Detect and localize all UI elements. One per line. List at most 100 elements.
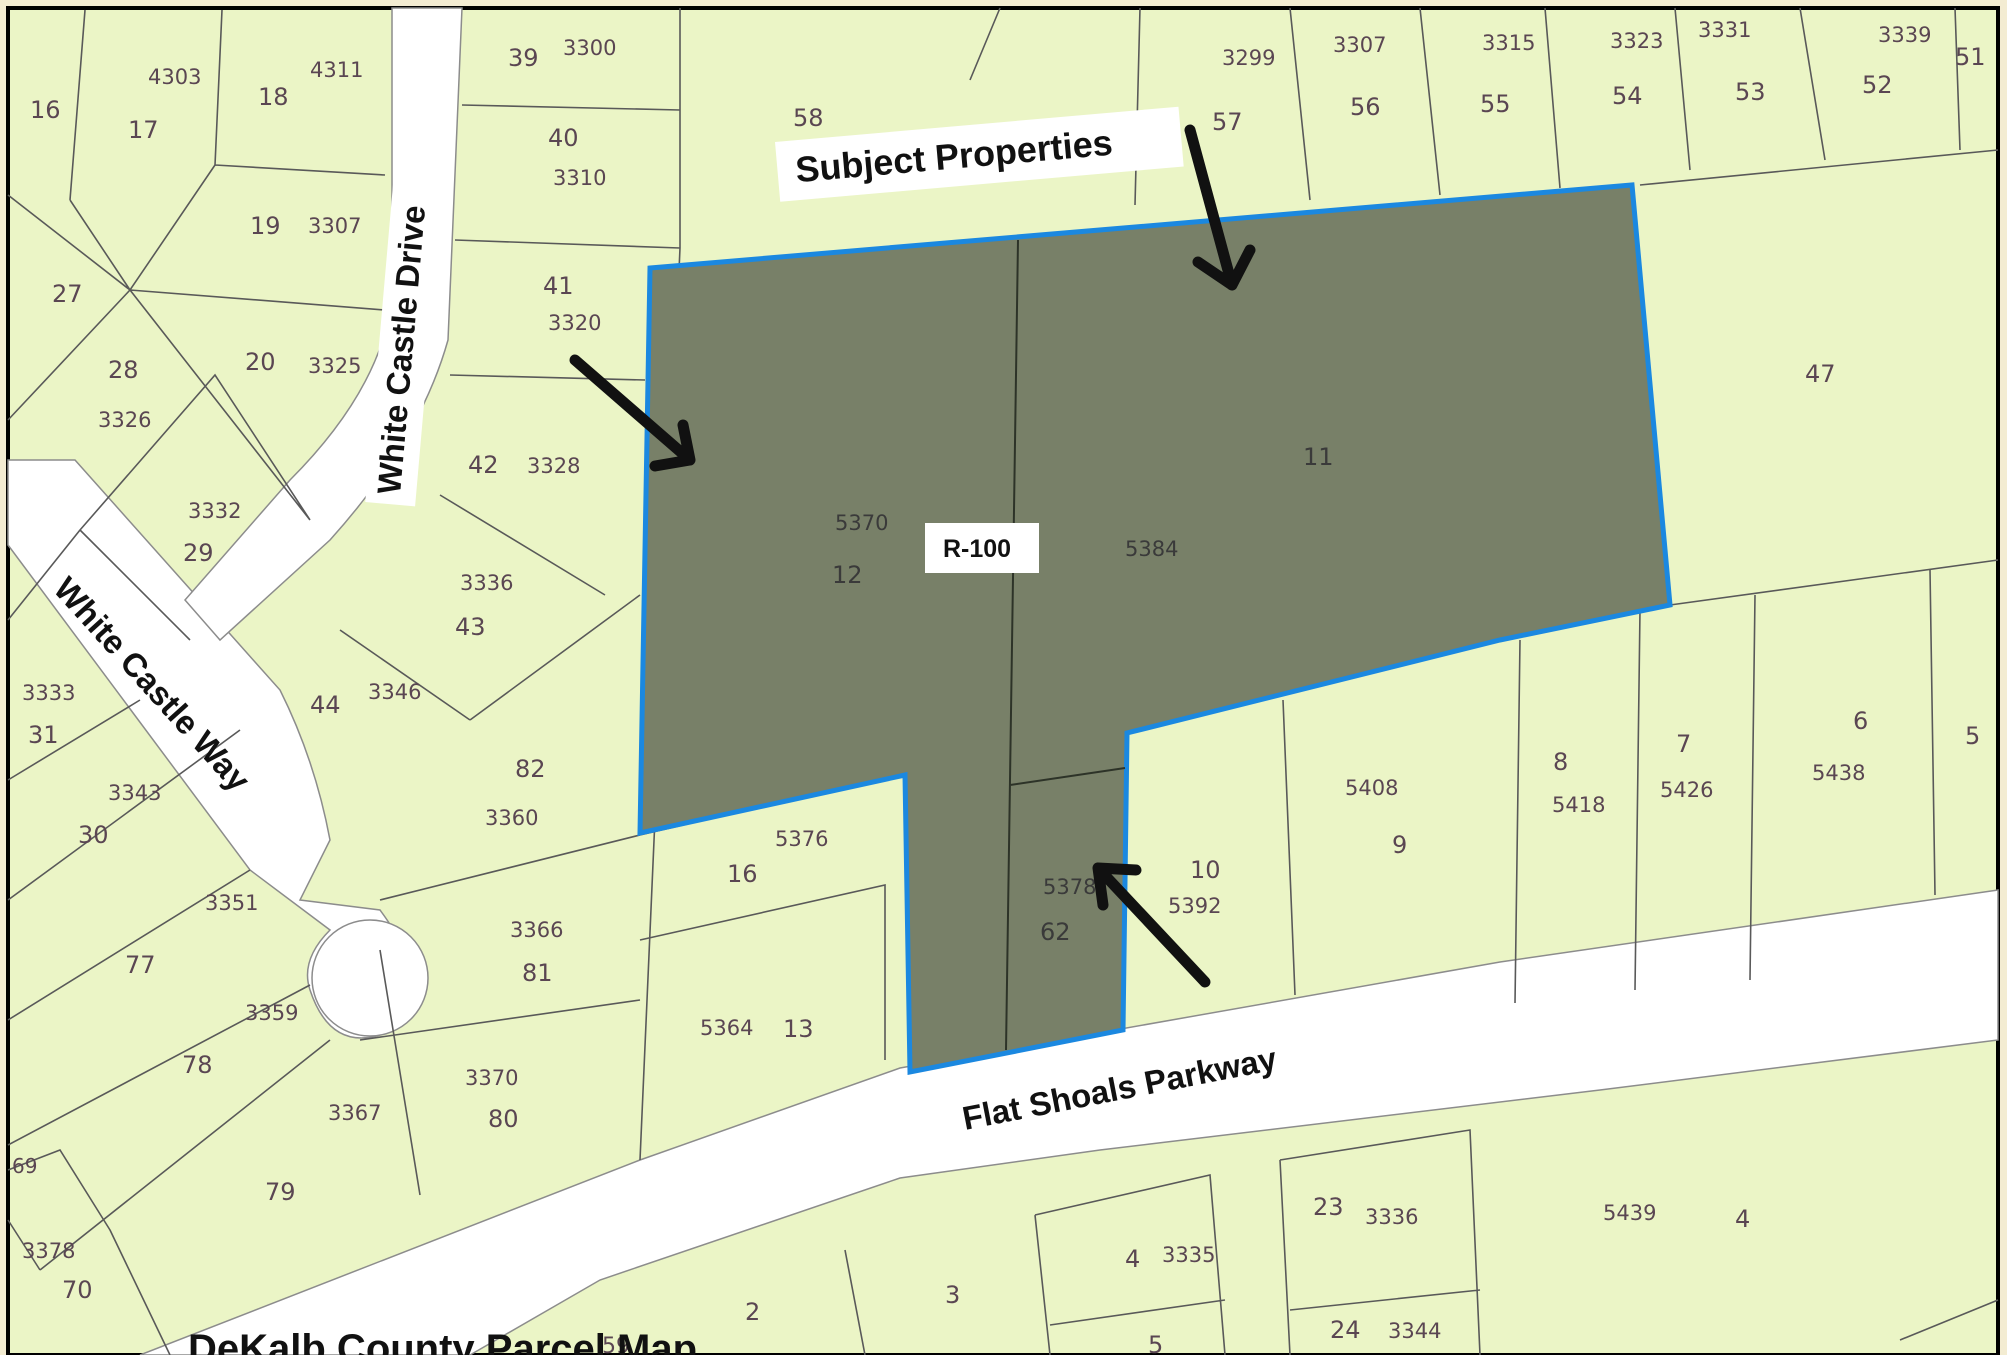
- address-label: 3344: [1388, 1319, 1441, 1343]
- lot-label: 54: [1612, 82, 1643, 110]
- address-label: 5384: [1125, 537, 1178, 561]
- address-label: 5438: [1812, 761, 1865, 785]
- lot-label: 82: [515, 755, 546, 783]
- lot-label: 40: [548, 124, 579, 152]
- lot-label: 52: [1862, 71, 1893, 99]
- address-label: 3315: [1482, 31, 1535, 55]
- lot-label: 7: [1676, 730, 1691, 758]
- lot-label: 20: [245, 348, 276, 376]
- lot-label: 57: [1212, 108, 1243, 136]
- address-label: 3328: [527, 454, 580, 478]
- lot-label: 62: [1040, 918, 1071, 946]
- lot-label: 47: [1805, 360, 1836, 388]
- address-label: 3326: [98, 408, 151, 432]
- lot-label: 51: [1955, 43, 1986, 71]
- address-label: 3360: [485, 806, 538, 830]
- lot-label: 6: [1853, 707, 1868, 735]
- lot-label: 56: [1350, 93, 1381, 121]
- cul-de-sac: [311, 919, 429, 1037]
- lot-label: 24: [1330, 1316, 1361, 1344]
- lot-label: 16: [30, 96, 61, 124]
- lot-label: 59: [602, 1334, 630, 1355]
- address-label: 3332: [188, 499, 241, 523]
- lot-label: 13: [783, 1015, 814, 1043]
- lot-label: 42: [468, 451, 499, 479]
- lot-label: 43: [455, 613, 486, 641]
- address-label: 5418: [1552, 793, 1605, 817]
- lot-label: 5: [1965, 722, 1980, 750]
- lot-label: 77: [125, 951, 156, 979]
- arrow-left: [569, 354, 696, 472]
- address-label: 3336: [460, 571, 513, 595]
- lot-label: 12: [832, 561, 863, 589]
- address-label: 5376: [775, 827, 828, 851]
- lot-label: 53: [1735, 78, 1766, 106]
- map-title: DeKalb County Parcel Map: [188, 1327, 697, 1355]
- address-label: 5364: [700, 1016, 753, 1040]
- lot-label: 4: [1735, 1205, 1750, 1233]
- lot-label: 16: [727, 860, 758, 888]
- lot-label: 18: [258, 83, 289, 111]
- lot-label: 10: [1190, 856, 1221, 884]
- lot-label: 19: [250, 212, 281, 240]
- lot-label: 80: [488, 1105, 519, 1133]
- address-label: 3370: [465, 1066, 518, 1090]
- lot-label: 55: [1480, 90, 1511, 118]
- parcel-lines: [7, 7, 1999, 1355]
- lot-label: 3: [945, 1281, 960, 1309]
- lot-label: 78: [182, 1051, 213, 1079]
- lot-label: 9: [1392, 831, 1407, 859]
- lot-label: 31: [28, 721, 59, 749]
- lot-label: 8: [1553, 748, 1568, 776]
- subject-parcel-outline[interactable]: [637, 182, 1673, 1076]
- lot-label: 39: [508, 44, 539, 72]
- address-label: 3331: [1698, 18, 1751, 42]
- address-label: 3325: [308, 354, 361, 378]
- address-label: 3335: [1162, 1243, 1215, 1267]
- lot-label: 28: [108, 356, 139, 384]
- address-label: 3366: [510, 918, 563, 942]
- address-label: 4311: [310, 58, 363, 82]
- address-label: 3307: [308, 214, 361, 238]
- arrow-top: [1184, 124, 1256, 291]
- pointer-arrows: [569, 124, 1256, 988]
- address-label: 3378: [22, 1239, 75, 1263]
- address-label: 3346: [368, 680, 421, 704]
- address-label: 3367: [328, 1101, 381, 1125]
- address-label: 3320: [548, 311, 601, 335]
- lot-label: 4: [1125, 1245, 1140, 1273]
- lot-label: 2: [745, 1298, 760, 1326]
- address-label: 5378: [1043, 875, 1096, 899]
- lot-label: 5: [1148, 1331, 1163, 1355]
- address-label: 3333: [22, 681, 75, 705]
- zoning-tag-box: [925, 523, 1039, 573]
- lot-label: 58: [793, 104, 824, 132]
- address-label: 3336: [1365, 1205, 1418, 1229]
- address-label: 5426: [1660, 778, 1713, 802]
- address-label: 5439: [1603, 1201, 1656, 1225]
- parcel-labels: 16 4303 17 18 4311 39 3300 40 3310 19 33…: [12, 18, 1986, 1355]
- subject-properties[interactable]: [637, 182, 1673, 1076]
- lot-label: 17: [128, 116, 159, 144]
- address-label: 3339: [1878, 23, 1931, 47]
- lot-label: 69: [12, 1154, 37, 1178]
- white-castle-drive-road: [184, 7, 463, 642]
- address-label: 3307: [1333, 33, 1386, 57]
- zoning-tag: R-100: [943, 535, 1011, 563]
- address-label: 3300: [563, 36, 616, 60]
- lot-label: 81: [522, 959, 553, 987]
- lot-label: 44: [310, 691, 341, 719]
- lot-label: 11: [1303, 443, 1334, 471]
- lot-label: 41: [543, 272, 574, 300]
- lot-label: 79: [265, 1178, 296, 1206]
- address-label: 3310: [553, 166, 606, 190]
- address-label: 3299: [1222, 46, 1275, 70]
- address-label: 5408: [1345, 776, 1398, 800]
- address-label: 5392: [1168, 894, 1221, 918]
- lot-label: 70: [62, 1276, 93, 1304]
- address-label: 3343: [108, 781, 161, 805]
- subject-lot-divider: [1005, 239, 1126, 1051]
- address-label: 5370: [835, 511, 888, 535]
